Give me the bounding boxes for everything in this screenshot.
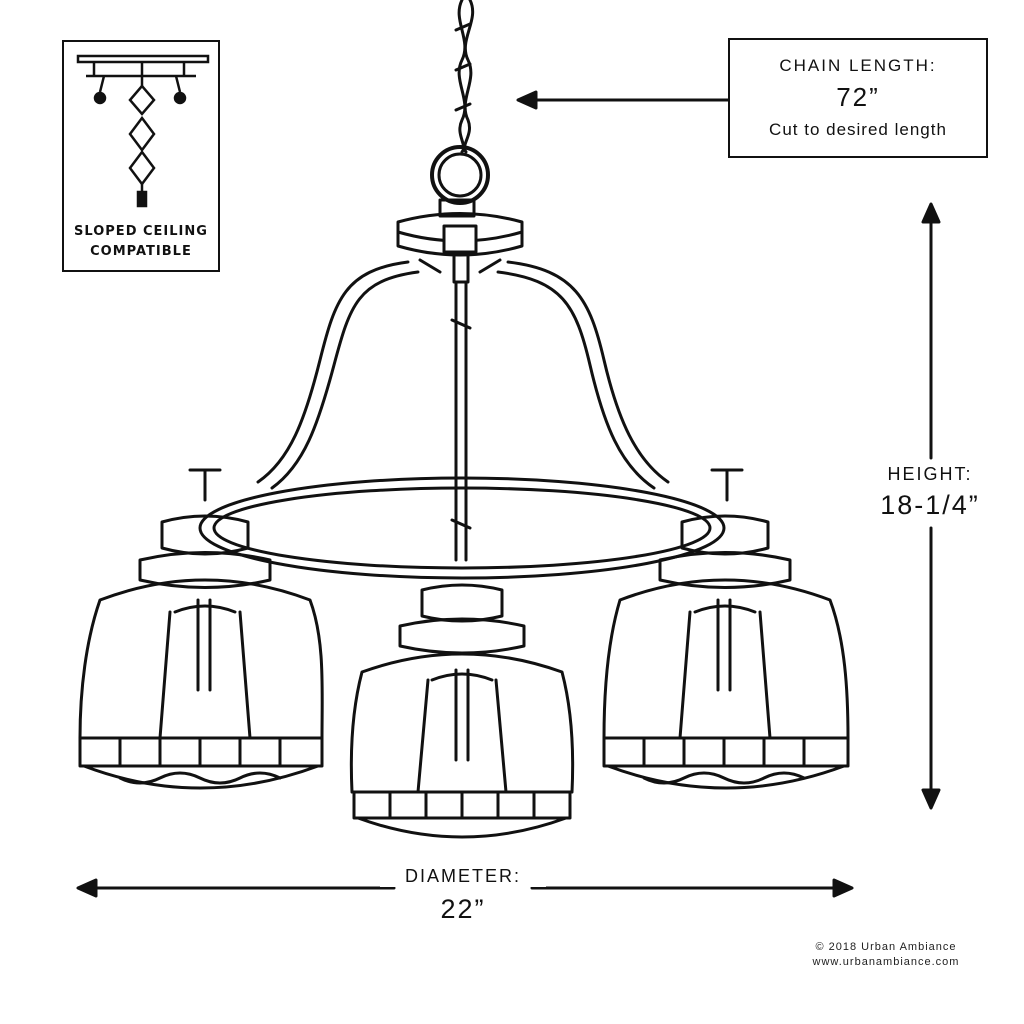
chain-length-value: 72”	[836, 82, 880, 112]
chain-length-title: CHAIN LENGTH:	[779, 56, 937, 75]
height-title: HEIGHT:	[887, 464, 973, 484]
center-rod	[450, 280, 472, 562]
hanging-ring	[430, 145, 490, 205]
sloped-ceiling-icon	[76, 54, 210, 208]
frame-ring	[198, 476, 726, 580]
height-value: 18-1/4”	[880, 490, 980, 520]
copyright-notice: © 2018 Urban Ambiance www.urbanambiance.…	[780, 940, 992, 970]
sloped-ceiling-label: SLOPED CEILING COMPATIBLE	[64, 222, 218, 262]
diameter-value: 22”	[440, 894, 486, 924]
sloped-ceiling-inset: SLOPED CEILING COMPATIBLE	[62, 40, 220, 272]
chain-arrow	[516, 90, 730, 110]
top-hub	[396, 198, 524, 284]
height-arrow	[921, 202, 941, 810]
chain-length-box: CHAIN LENGTH: 72” Cut to desired length	[728, 38, 988, 158]
sloped-ceiling-line2: COMPATIBLE	[90, 244, 192, 259]
chain	[454, 0, 475, 154]
frame-arms	[256, 260, 670, 490]
diameter-title: DIAMETER:	[380, 866, 546, 887]
center-shade	[349, 583, 575, 839]
diameter-arrow	[76, 878, 854, 898]
left-shade	[78, 514, 324, 790]
chain-length-note: Cut to desired length	[769, 120, 947, 139]
sloped-ceiling-line1: SLOPED CEILING	[74, 224, 208, 239]
copyright-line: © 2018 Urban Ambiance	[815, 941, 957, 953]
right-shade	[602, 514, 850, 790]
website-line: www.urbanambiance.com	[812, 956, 960, 968]
